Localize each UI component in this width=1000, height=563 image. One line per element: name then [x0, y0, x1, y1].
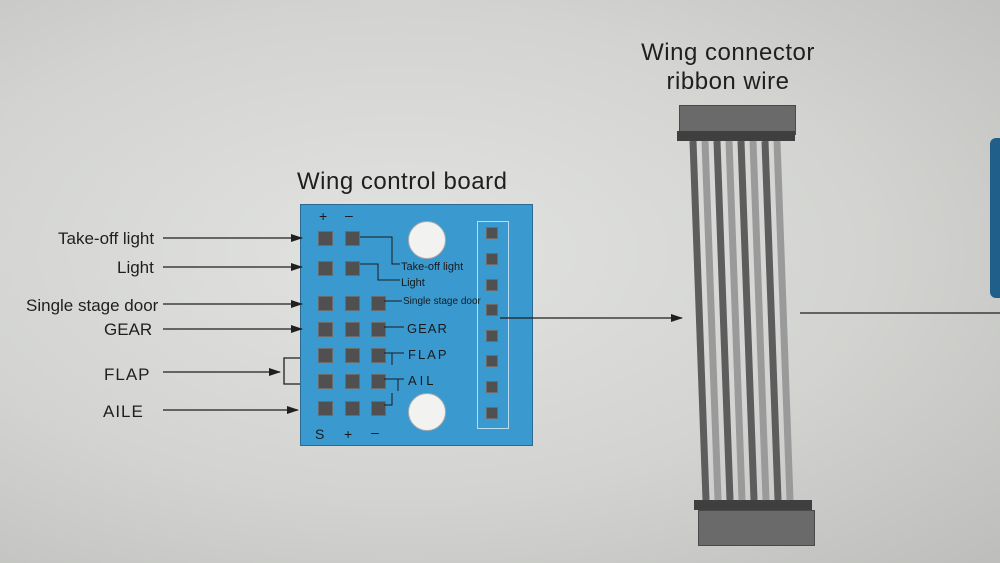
- page-edge-tab: [990, 138, 1000, 298]
- connector-pin: [486, 227, 498, 239]
- pad: [371, 374, 386, 389]
- pad: [318, 261, 333, 276]
- pad: [345, 374, 360, 389]
- connector-outline: [477, 221, 509, 429]
- board-minus-bottom: –: [371, 424, 379, 440]
- pad: [371, 348, 386, 363]
- ribbon-top-clamp: [677, 131, 795, 141]
- pad: [345, 348, 360, 363]
- pad: [345, 401, 360, 416]
- connector-pin: [486, 355, 498, 367]
- board-label-flap: FLAP: [408, 347, 449, 362]
- pad: [318, 231, 333, 246]
- mounting-hole: [408, 221, 446, 259]
- ribbon-wire-title: Wing connector ribbon wire: [632, 38, 824, 96]
- pad: [371, 296, 386, 311]
- pad: [345, 296, 360, 311]
- pad: [371, 322, 386, 337]
- mounting-hole: [408, 393, 446, 431]
- connector-pin: [486, 407, 498, 419]
- pad: [371, 401, 386, 416]
- connector-pin: [486, 381, 498, 393]
- board-label-ail: AIL: [408, 373, 437, 388]
- pad: [345, 261, 360, 276]
- pad: [318, 401, 333, 416]
- side-label-single-stage-door: Single stage door: [26, 296, 159, 315]
- ribbon-title-line2: ribbon wire: [666, 68, 790, 95]
- side-label-takeoff-light: Take-off light: [58, 229, 155, 248]
- connector-pin: [486, 253, 498, 265]
- board-plus-top: +: [319, 208, 328, 224]
- pad: [318, 296, 333, 311]
- board-label-single-stage-door: Single stage door: [403, 296, 481, 307]
- ribbon-wires: [689, 140, 794, 501]
- input-arrows: [163, 234, 1000, 414]
- ribbon-bottom-clamp: [694, 500, 812, 510]
- board-s-bottom: S: [315, 426, 325, 442]
- wing-control-board-title: Wing control board: [297, 168, 508, 195]
- board-label-gear: GEAR: [407, 321, 448, 336]
- connector-pin: [486, 279, 498, 291]
- pad: [318, 348, 333, 363]
- pad: [318, 374, 333, 389]
- pad: [345, 231, 360, 246]
- connector-pin: [486, 330, 498, 342]
- connector-pin: [486, 304, 498, 316]
- side-label-aile: AILE: [103, 402, 144, 421]
- side-label-flap: FLAP: [104, 365, 151, 384]
- ribbon-bottom-connector: [698, 510, 815, 546]
- side-label-gear: GEAR: [104, 320, 153, 339]
- side-label-light: Light: [117, 258, 154, 277]
- pad: [345, 322, 360, 337]
- board-leader-lines: [360, 236, 404, 406]
- ribbon-title-line1: Wing connector: [641, 39, 815, 66]
- board-minus-top: –: [345, 207, 353, 223]
- board-label-light: Light: [401, 277, 425, 289]
- board-label-takeoff-light: Take-off light: [401, 261, 464, 273]
- board-plus-bottom: +: [344, 426, 353, 442]
- pad: [318, 322, 333, 337]
- wing-control-board: + – S + – Take-off light Light Single st…: [300, 204, 533, 446]
